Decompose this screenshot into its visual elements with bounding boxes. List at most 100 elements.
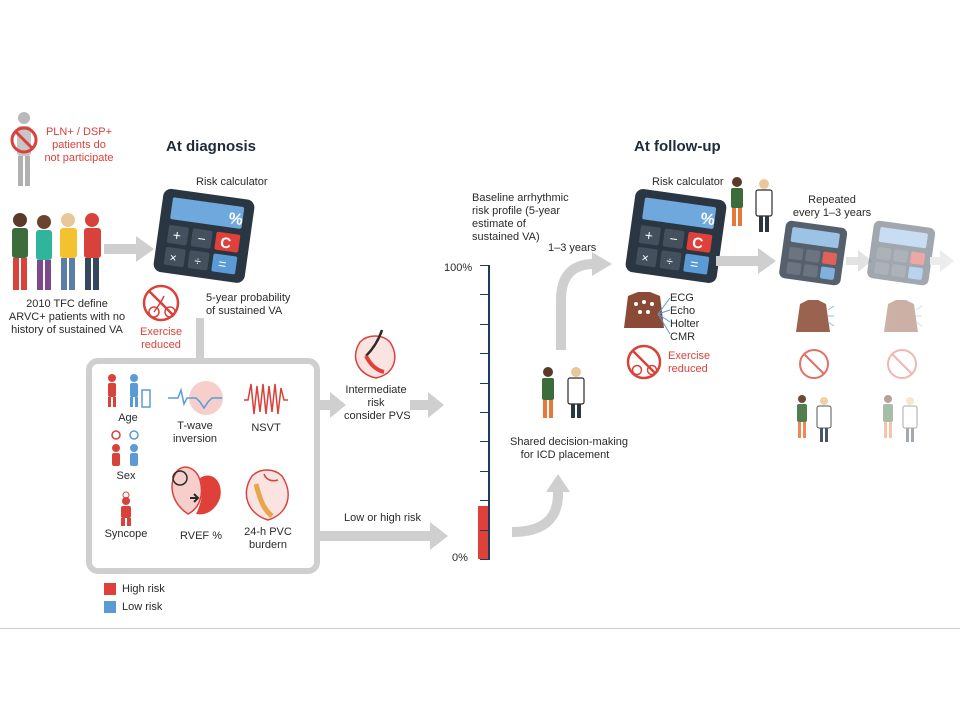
repeated-line1: Repeated xyxy=(808,194,856,206)
followup-calculator-icon: % + − C × ÷ = xyxy=(625,189,727,283)
test-holter: Holter xyxy=(670,318,700,330)
followup-exercise-line2: reduced xyxy=(668,363,708,375)
svg-text:%: % xyxy=(227,210,243,229)
predictor-pvc-line1: 24-h PVC xyxy=(244,526,292,538)
calculator-label: Risk calculator xyxy=(196,176,268,188)
svg-text:×: × xyxy=(641,251,650,266)
predictor-twave-line2: inversion xyxy=(172,433,218,445)
predictor-pvc-line2: burdern xyxy=(249,539,287,551)
followup-exercise-reduced-icon xyxy=(626,344,662,380)
tests-connector-lines xyxy=(657,297,671,335)
repeated-line2: every 1–3 years xyxy=(792,207,872,219)
exclusion-line3: not participate xyxy=(44,152,114,164)
curved-arrow-from-scale xyxy=(511,474,570,537)
baseline-line2: risk profile (5-year xyxy=(472,205,561,217)
baseline-line4: sustained VA) xyxy=(472,231,540,243)
scale-top-label: 100% xyxy=(444,262,473,274)
svg-text:+: + xyxy=(172,227,182,244)
svg-text:%: % xyxy=(699,210,715,229)
repeat-calculator-2-icon xyxy=(867,220,936,286)
shared-line2: for ICD placement xyxy=(520,449,610,461)
test-cmr: CMR xyxy=(670,331,696,343)
repeat-exercise-1-icon xyxy=(799,349,829,379)
test-ecg: ECG xyxy=(670,292,694,304)
svg-text:C: C xyxy=(691,234,704,252)
svg-text:÷: ÷ xyxy=(665,254,674,269)
scale-tick xyxy=(480,265,490,266)
predictor-syncope: Syncope xyxy=(104,528,148,540)
rvef-heart-icon xyxy=(171,466,221,515)
svg-text:×: × xyxy=(169,250,178,265)
interval-label: 1–3 years xyxy=(548,242,597,254)
repeat-calculator-1-icon xyxy=(779,220,848,286)
calculator-output-line1: 5-year probability xyxy=(206,292,291,304)
repeat-patient-doctor-1-icon xyxy=(797,395,832,442)
scale-tick xyxy=(480,323,490,325)
patient-group-icon xyxy=(12,213,101,290)
syncope-icon xyxy=(121,491,131,526)
patient-doctor-icon xyxy=(542,367,585,418)
calculator-output-line2: of sustained VA xyxy=(206,305,283,317)
repeat-patient-doctor-2-icon xyxy=(883,395,918,442)
scale-tick xyxy=(480,441,490,443)
predictor-rvef: RVEF % xyxy=(180,530,222,542)
connector-line xyxy=(196,318,204,360)
t-wave-inversion-icon xyxy=(168,381,223,415)
exclusion-line2: patients do xyxy=(52,139,106,151)
arrow-to-repeat-1 xyxy=(716,248,776,274)
risk-scale-fill xyxy=(478,506,488,559)
svg-text:=: = xyxy=(689,255,699,272)
repeat-torso-1-icon xyxy=(796,300,835,332)
legend-high-label: High risk xyxy=(122,583,165,595)
predictor-sex: Sex xyxy=(116,470,136,482)
arrow-to-calculator xyxy=(104,236,154,262)
scale-tick xyxy=(480,559,490,560)
excluded-patient-icon xyxy=(10,112,38,186)
scale-tick xyxy=(480,529,490,531)
baseline-line3: estimate of xyxy=(472,218,526,230)
arrow-intermediate-to-scale xyxy=(410,392,444,418)
repeat-exercise-2-icon xyxy=(887,349,917,379)
scale-tick xyxy=(480,382,490,384)
population-line3: history of sustained VA xyxy=(11,324,123,336)
shared-line1: Shared decision-making xyxy=(510,436,629,448)
exercise-line1: Exercise xyxy=(140,326,183,338)
svg-text:C: C xyxy=(219,234,232,252)
nsvt-icon xyxy=(244,383,288,415)
baseline-line1: Baseline arrhythmic xyxy=(472,192,569,204)
followup-patient-doctor-icon xyxy=(731,177,773,232)
population-line2: ARVC+ patients with no xyxy=(8,311,126,323)
risk-calculator-icon: % + − C × ÷ = xyxy=(153,188,255,283)
intermediate-line1: Intermediate xyxy=(345,384,407,396)
exercise-reduced-icon xyxy=(142,284,180,322)
svg-text:−: − xyxy=(197,230,207,247)
arrow-to-repeat-3 xyxy=(930,250,954,272)
risk-scale xyxy=(478,265,490,560)
legend-low-label: Low risk xyxy=(122,601,163,613)
pvs-heart-icon xyxy=(355,329,396,379)
torso-tests-icon xyxy=(624,292,664,328)
heading-at-follow-up: At follow-up xyxy=(634,138,721,155)
scale-tick xyxy=(480,353,490,355)
followup-exercise-line1: Exercise xyxy=(668,350,711,362)
legend-low-swatch xyxy=(104,601,116,613)
scale-tick xyxy=(480,470,490,472)
scale-tick xyxy=(480,412,490,413)
pvc-heart-icon xyxy=(245,469,289,521)
test-echo: Echo xyxy=(670,305,696,317)
intermediate-line2: risk xyxy=(367,397,385,409)
scale-tick xyxy=(480,500,490,502)
legend-high-swatch xyxy=(104,583,116,595)
intermediate-line3: consider PVS xyxy=(344,410,411,422)
predictor-box xyxy=(86,358,320,574)
predictor-twave-line1: T-wave xyxy=(177,420,213,432)
low-or-high-risk-label: Low or high risk xyxy=(344,512,422,524)
svg-text:−: − xyxy=(669,230,679,247)
arrow-to-repeat-2 xyxy=(846,250,872,272)
age-icon xyxy=(108,374,151,408)
scale-tick xyxy=(480,294,490,296)
scale-bottom-label: 0% xyxy=(452,552,468,564)
repeat-torso-2-icon xyxy=(884,300,923,332)
sex-icon xyxy=(111,430,139,466)
svg-text:+: + xyxy=(644,227,654,244)
